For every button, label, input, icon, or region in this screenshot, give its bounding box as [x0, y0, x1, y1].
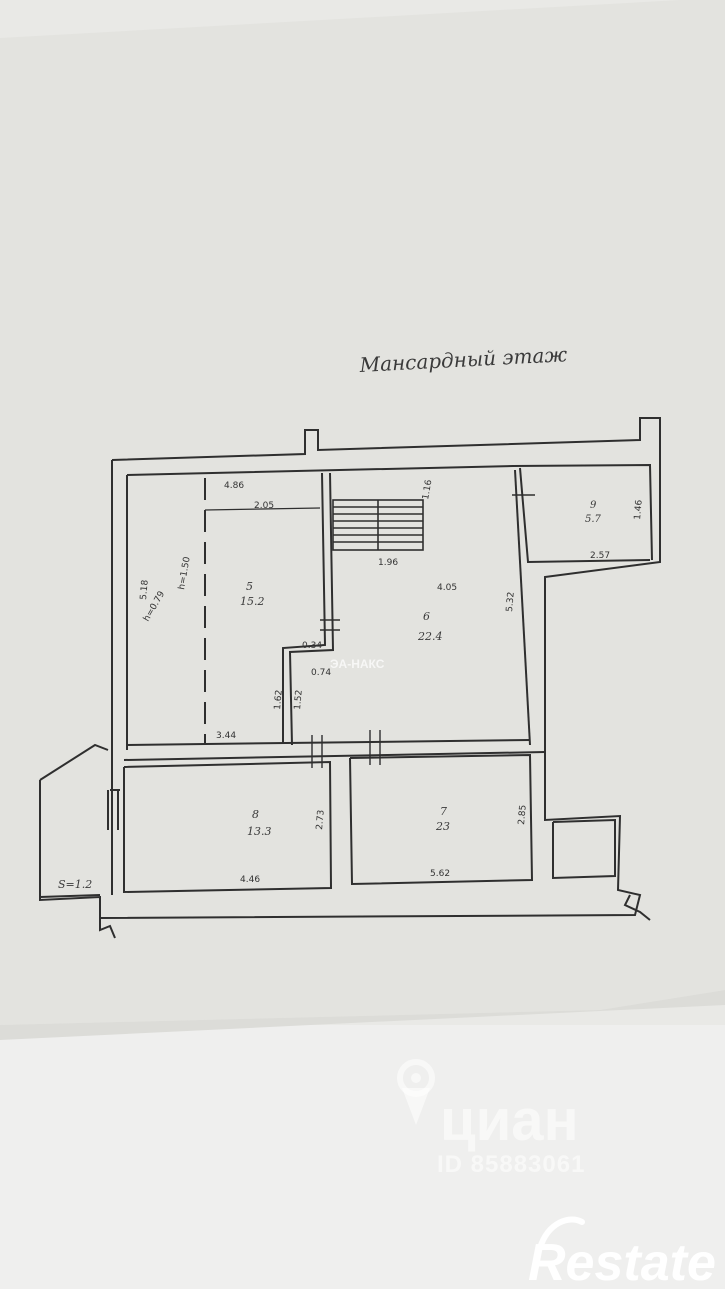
room-9-number: 9 — [590, 500, 597, 511]
room-6-label: 6 22.4 — [417, 610, 443, 643]
room-7-number: 7 — [440, 805, 447, 818]
room-9-area: 5.7 — [585, 514, 602, 525]
dim-room6-right: 5.32 — [505, 591, 517, 612]
room-5-area: 15.2 — [240, 595, 265, 608]
cian-listing-id: ID 85883061 — [437, 1151, 585, 1178]
dim-step-2: 0.74 — [311, 668, 331, 678]
dim-room7-bottom: 5.62 — [430, 869, 450, 879]
cian-watermark: циан ID 85883061 — [397, 1059, 585, 1178]
dim-stair-right: 1.16 — [421, 479, 434, 501]
room-8-label: 8 13.3 — [247, 808, 272, 838]
dim-room8-right: 2.73 — [315, 809, 327, 830]
agency-watermark: ЭА-НАКС — [330, 657, 385, 671]
dim-inner-top: 2.05 — [254, 501, 274, 511]
walls — [39, 417, 661, 939]
dimension-line — [204, 507, 321, 511]
room-9-label: 9 5.7 — [585, 500, 602, 525]
dim-vertical-1: 1.62 — [273, 689, 285, 710]
room-6-area: 22.4 — [417, 630, 443, 643]
room-8-number: 8 — [252, 808, 259, 821]
dim-vertical-2: 1.52 — [293, 689, 305, 710]
room-5-number: 5 — [246, 580, 253, 593]
door-marks — [311, 494, 535, 768]
dim-stair-bottom: 1.96 — [378, 558, 398, 568]
room-5-label: 5 15.2 — [240, 580, 265, 608]
dim-room9-right: 1.46 — [633, 499, 645, 520]
dim-step-1: 0.34 — [302, 641, 322, 651]
staircase — [332, 499, 424, 551]
dim-top-left: 4.86 — [224, 481, 244, 491]
dim-left-vertical: 5.18 — [139, 579, 151, 600]
room-6-number: 6 — [423, 610, 430, 623]
restate-logo-text: Restate — [528, 1234, 716, 1289]
dim-room8-bottom: 4.46 — [240, 875, 260, 885]
background-surface — [0, 1025, 725, 1289]
room-7-label: 7 23 — [435, 805, 450, 833]
dim-room5-bottom: 3.44 — [216, 731, 236, 741]
paper-sheet — [0, 0, 725, 1025]
dim-balcony: S=1.2 — [58, 878, 92, 891]
cian-brand-text: циан — [440, 1088, 579, 1153]
location-pin-icon — [397, 1059, 435, 1125]
dim-room6-top: 4.05 — [437, 583, 457, 593]
restate-logo: Restate — [528, 1216, 716, 1289]
room-8-area: 13.3 — [247, 825, 272, 838]
dim-room7-right: 2.85 — [517, 804, 529, 825]
dim-room9-bottom: 2.57 — [590, 551, 610, 561]
room-7-area: 23 — [435, 820, 450, 833]
